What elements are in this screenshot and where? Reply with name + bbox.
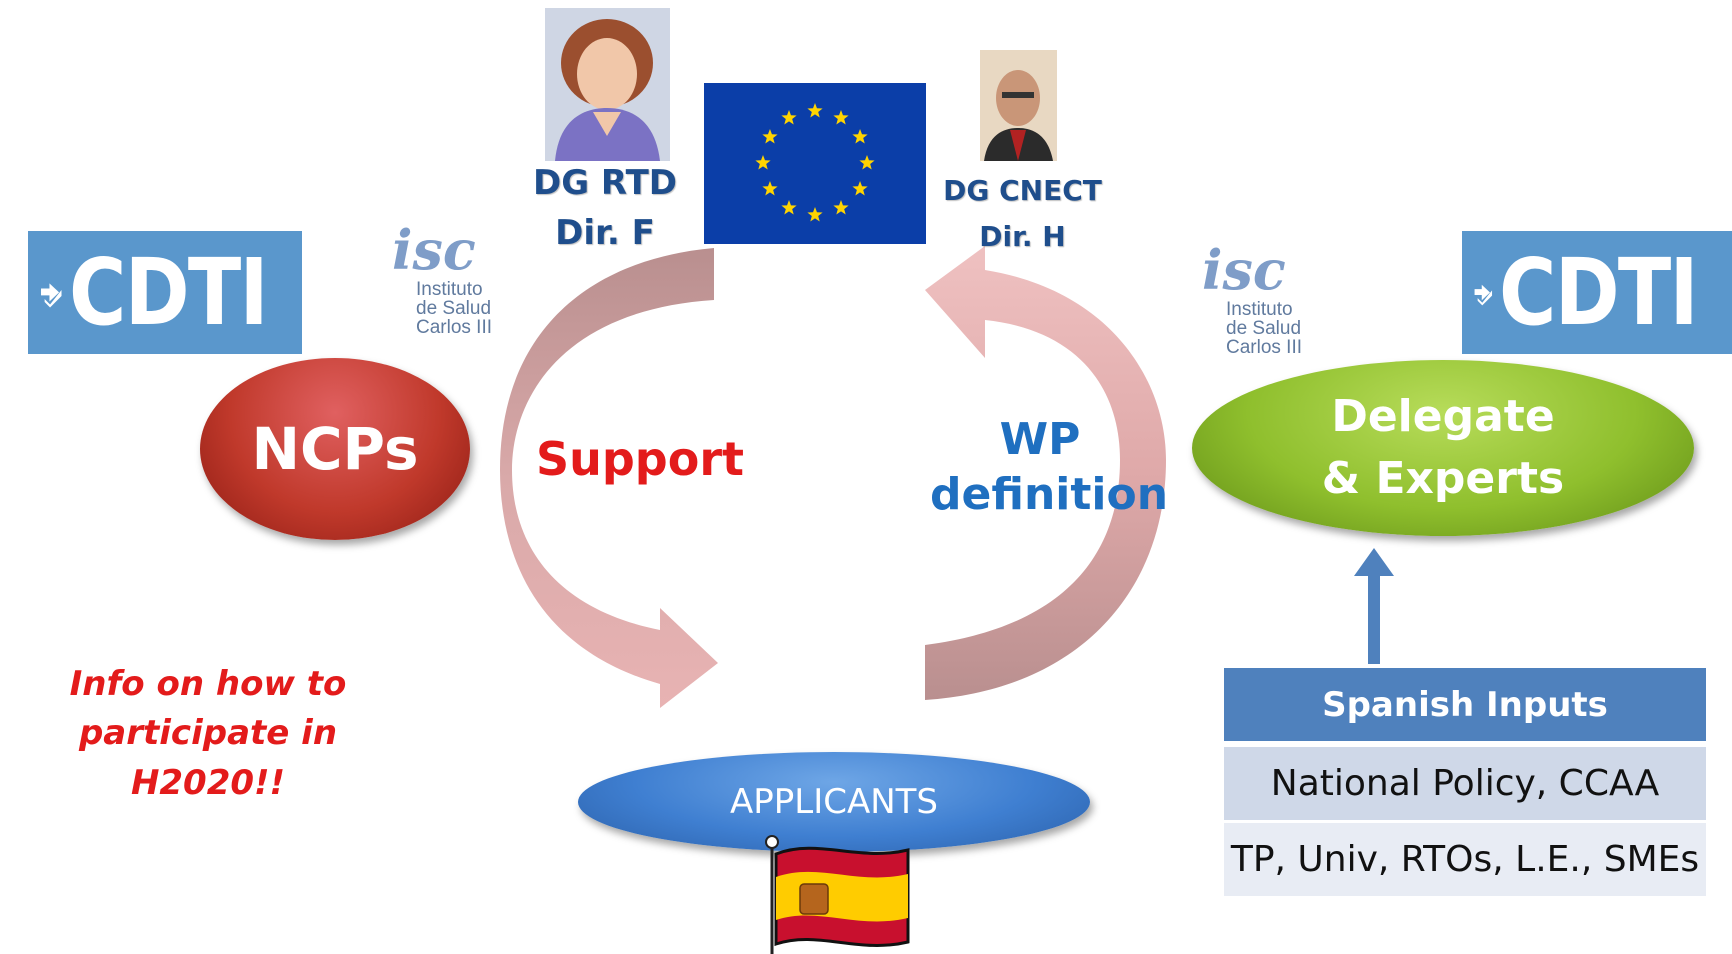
dg-rtd-line-1: DG RTD — [532, 163, 678, 203]
spain-flag-icon — [765, 835, 910, 954]
eu-star-icon — [807, 103, 823, 118]
ncps-node: NCPs — [200, 358, 470, 540]
delegate-experts-node: Delegate & Experts — [1192, 360, 1694, 536]
ncps-label: NCPs — [251, 415, 419, 483]
dg-cnect-line-1: DG CNECT — [943, 174, 1102, 207]
cdti-wordmark: CDTI — [69, 239, 269, 346]
isc-line-3: Carlos III — [416, 317, 493, 338]
spanish-inputs-header: Spanish Inputs — [1224, 668, 1706, 741]
applicants-label: APPLICANTS — [729, 782, 939, 822]
isc-mark: isc — [1202, 238, 1286, 302]
eu-star-icon — [762, 181, 778, 196]
cdti-logo-right: CDTI — [1462, 231, 1732, 354]
delegate-label-line-1: Delegate — [1331, 391, 1555, 442]
eu-star-icon — [781, 200, 797, 215]
eu-flag-icon — [704, 83, 926, 244]
info-line-1: Info on how to — [69, 664, 347, 704]
isc-line-3: Carlos III — [1226, 337, 1303, 358]
support-arrow — [500, 248, 718, 708]
eu-star-icon — [781, 109, 797, 125]
dg-rtd-title: DG RTD Dir. F — [520, 158, 690, 258]
dg-cnect-line-2: Dir. H — [979, 220, 1066, 253]
applicants-node: APPLICANTS — [578, 752, 1090, 852]
spanish-inputs-row-2: TP, Univ, RTOs, L.E., SMEs — [1224, 823, 1706, 896]
spanish-inputs-table: Spanish Inputs National Policy, CCAA TP,… — [1224, 668, 1706, 896]
wp-definition-arrow — [925, 246, 1166, 700]
eu-star-icon — [762, 129, 778, 144]
delegate-label-line-2: & Experts — [1321, 453, 1565, 504]
eu-star-icon — [859, 155, 875, 170]
isc-line-2: de Salud — [416, 298, 492, 319]
cdti-logo-left: CDTI — [28, 231, 302, 354]
support-label: Support — [536, 432, 745, 486]
eu-star-icon — [833, 200, 849, 215]
wp-label-line-1: WP — [999, 414, 1081, 465]
isc-line-1: Instituto — [1226, 299, 1293, 320]
wp-label-line-2: definition — [930, 469, 1169, 520]
cdti-check-icon — [41, 282, 62, 307]
isc-line-1: Instituto — [416, 279, 483, 300]
info-line-2: participate in H2020!! — [78, 713, 338, 803]
isciii-logo-left: isc Instituto de Salud Carlos III — [392, 220, 502, 352]
portrait-photo-right — [980, 50, 1057, 161]
eu-star-icon — [833, 109, 849, 125]
isc-mark: isc — [392, 218, 476, 282]
wp-definition-label: WP definition — [930, 412, 1169, 522]
isc-line-2: de Salud — [1226, 318, 1302, 339]
eu-star-icon — [807, 207, 823, 222]
isciii-logo-right: isc Instituto de Salud Carlos III — [1202, 240, 1312, 372]
dg-rtd-line-2: Dir. F — [555, 213, 655, 253]
info-text: Info on how to participate in H2020!! — [8, 660, 408, 808]
up-arrow-icon — [1354, 548, 1394, 664]
portrait-photo-left — [545, 8, 670, 161]
spanish-inputs-row-1: National Policy, CCAA — [1224, 747, 1706, 820]
eu-star-icon — [755, 155, 771, 170]
dg-cnect-title: DG CNECT Dir. H — [930, 168, 1115, 260]
eu-star-icon — [852, 181, 868, 196]
cdti-wordmark: CDTI — [1499, 239, 1699, 346]
cdti-check-icon — [1474, 284, 1493, 305]
eu-star-icon — [852, 129, 868, 144]
